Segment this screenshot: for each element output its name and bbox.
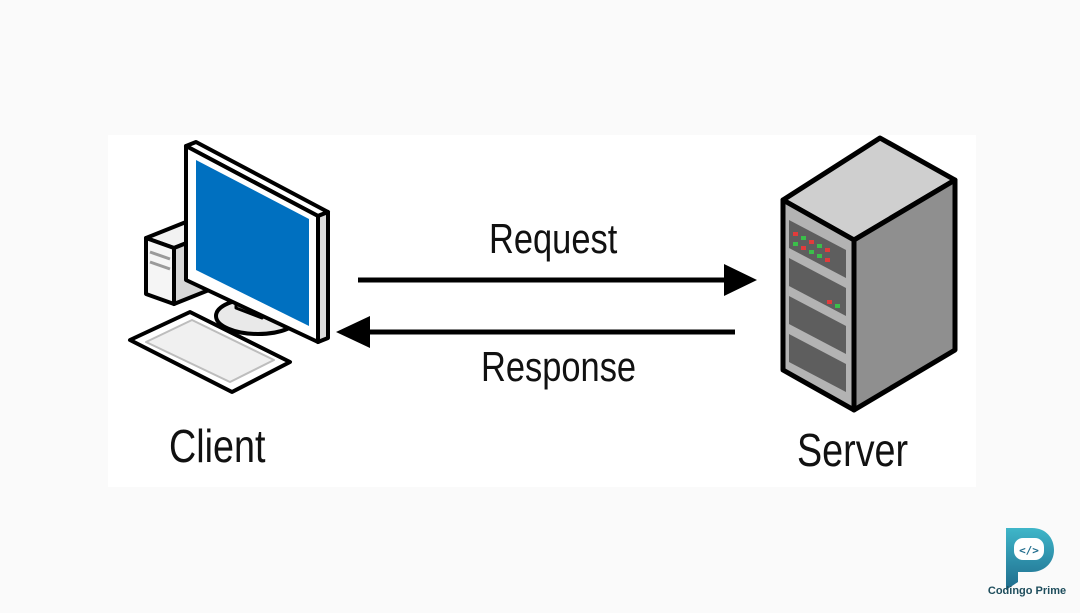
server-status-lights — [793, 232, 840, 308]
request-label: Request — [489, 215, 618, 262]
request-arrow — [358, 264, 757, 296]
client-label: Client — [169, 420, 266, 472]
brand-name: Codingo Prime — [987, 585, 1067, 597]
code-bubble-icon: </> — [1006, 528, 1054, 590]
server-label: Server — [797, 424, 909, 476]
server-drive-bays — [789, 220, 846, 392]
response-label: Response — [481, 343, 637, 390]
desktop-computer-icon — [128, 140, 330, 394]
response-arrow — [336, 316, 735, 348]
svg-text:</>: </> — [1019, 544, 1039, 557]
